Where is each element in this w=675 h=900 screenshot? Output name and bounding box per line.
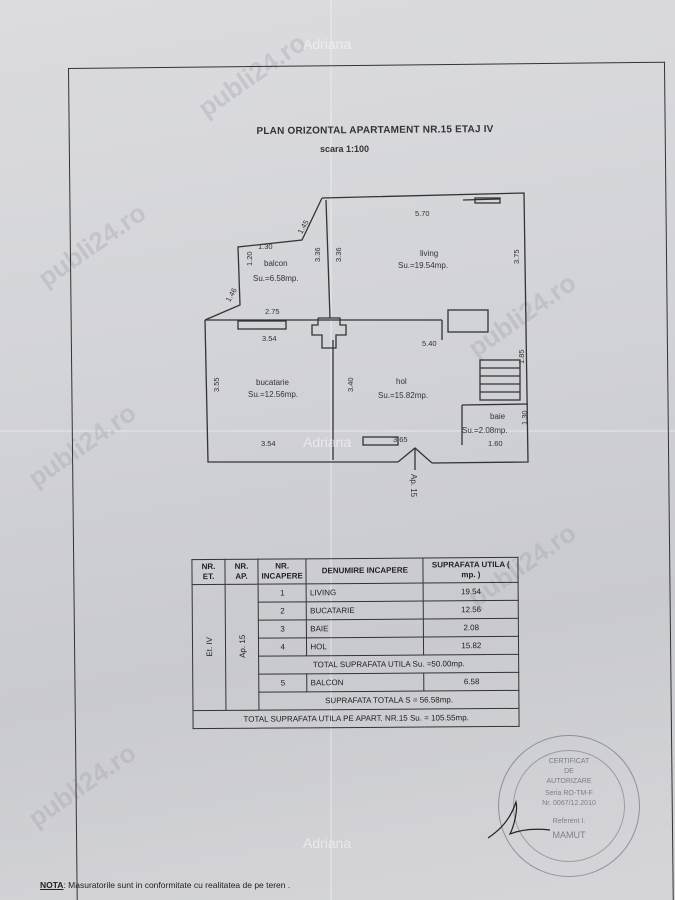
room-nr: 4 (258, 637, 307, 657)
room-area-balcon: Su.=6.58mp. (253, 274, 299, 283)
room-name-bucatarie: bucatarie (256, 378, 289, 387)
room-name: LIVING (306, 583, 424, 602)
dim-label: 3.75 (512, 249, 521, 264)
dim-label: 1.20 (245, 251, 254, 266)
table-row: TOTAL SUPRAFATA UTILA PE APART. NR.15 Su… (192, 708, 520, 729)
dim-label: 1.30 (520, 410, 529, 425)
dim-label: 1.46 (224, 286, 239, 303)
plan-scale: scara 1:100 (320, 144, 370, 154)
stamp-text: AUTORIZARE (546, 778, 592, 785)
stamp-text: Seria RO-TM-F (545, 790, 593, 797)
dim-label: 5.40 (422, 339, 437, 348)
dim-label: 3.40 (346, 377, 355, 392)
room-area-living: Su.=19.54mp. (398, 261, 448, 270)
room-nr: 2 (258, 601, 307, 621)
dim-label: 5.70 (415, 209, 430, 218)
total-area: SUPRAFATA TOTALA S = 56.58mp. (258, 690, 520, 711)
room-name-hol: hol (396, 377, 407, 386)
stamp-text: Nr. 0067/12.2010 (542, 800, 596, 807)
room-area: 15.82 (423, 636, 519, 656)
floor-value: Et. IV (204, 636, 214, 657)
room-area: 2.08 (423, 618, 519, 638)
author-watermark: Adriana (303, 434, 352, 450)
apartment-cell: Ap. 15 (225, 584, 259, 711)
nota-label: NOTA (40, 880, 64, 890)
room-name-living: living (420, 249, 438, 258)
stamp-text: DE (564, 768, 574, 775)
room-area: 6.58 (424, 672, 520, 692)
paper-crease (0, 430, 675, 432)
room-nr: 5 (258, 673, 308, 693)
stamp-text: CERTIFICAT (548, 758, 590, 765)
dim-label: 1.60 (488, 439, 503, 448)
nota-text: : Masuratorile sunt in conformitate cu r… (63, 880, 291, 890)
apartment-value: Ap. 15 (237, 634, 247, 658)
col-header: SUPRAFATA UTILA ( mp. ) (423, 557, 519, 584)
col-header: DENUMIRE INCAPERE (306, 558, 424, 584)
dim-label: 3.36 (334, 247, 343, 262)
certification-stamp: CERTIFICAT DE AUTORIZARE Seria RO-TM-F N… (498, 735, 640, 877)
col-header: NR. INCAPERE (257, 558, 307, 585)
area-table: NR. ET. NR. AP. NR. INCAPERE DENUMIRE IN… (191, 557, 520, 729)
dim-label: 3.54 (261, 439, 276, 448)
room-name: BUCATARIE (306, 601, 424, 620)
paper-crease (330, 0, 332, 900)
room-area-bucatarie: Su.=12.56mp. (248, 390, 298, 399)
room-area: 12.56 (423, 600, 519, 620)
stamp-text: MAMUT (552, 830, 586, 840)
table-row: Et. IV Ap. 15 1 LIVING 19.54 (192, 582, 519, 711)
floor-cell: Et. IV (192, 584, 226, 711)
dim-label: 1.30 (258, 242, 273, 251)
room-name: BALCON (307, 673, 425, 692)
entrance-label: Ap. 15 (409, 474, 418, 498)
col-header: NR. AP. (224, 559, 259, 585)
signature (487, 799, 551, 839)
room-name-balcon: balcon (264, 259, 288, 268)
dim-label: 2.75 (265, 307, 280, 316)
total-util: TOTAL SUPRAFATA UTILA Su. =50.00mp. (258, 654, 520, 675)
room-area: 19.54 (423, 582, 519, 602)
author-watermark: Adriana (303, 36, 352, 52)
room-nr: 3 (258, 619, 307, 639)
dim-label: 3.55 (212, 377, 221, 392)
room-name: HOL (306, 637, 424, 656)
table-header-row: NR. ET. NR. AP. NR. INCAPERE DENUMIRE IN… (191, 557, 519, 585)
stamp-inner-ring (513, 750, 625, 862)
footnote: NOTA: Masuratorile sunt in conformitate … (40, 880, 290, 890)
dim-label: 1.85 (517, 349, 526, 364)
room-area-baie: Su.=2.08mp. (462, 426, 508, 435)
room-area-hol: Su.=15.82mp. (378, 391, 428, 400)
grand-total: TOTAL SUPRAFATA UTILA PE APART. NR.15 Su… (192, 708, 520, 729)
dim-label: 3.36 (313, 247, 322, 262)
dim-label: 3.65 (393, 435, 408, 444)
room-name: BAIE (306, 619, 424, 638)
room-nr: 1 (258, 583, 307, 603)
col-header: NR. ET. (191, 559, 226, 585)
stamp-text: Referent I. (552, 818, 586, 825)
author-watermark: Adriana (303, 835, 352, 851)
dim-label: 3.54 (262, 334, 277, 343)
room-name-baie: baie (490, 412, 506, 421)
